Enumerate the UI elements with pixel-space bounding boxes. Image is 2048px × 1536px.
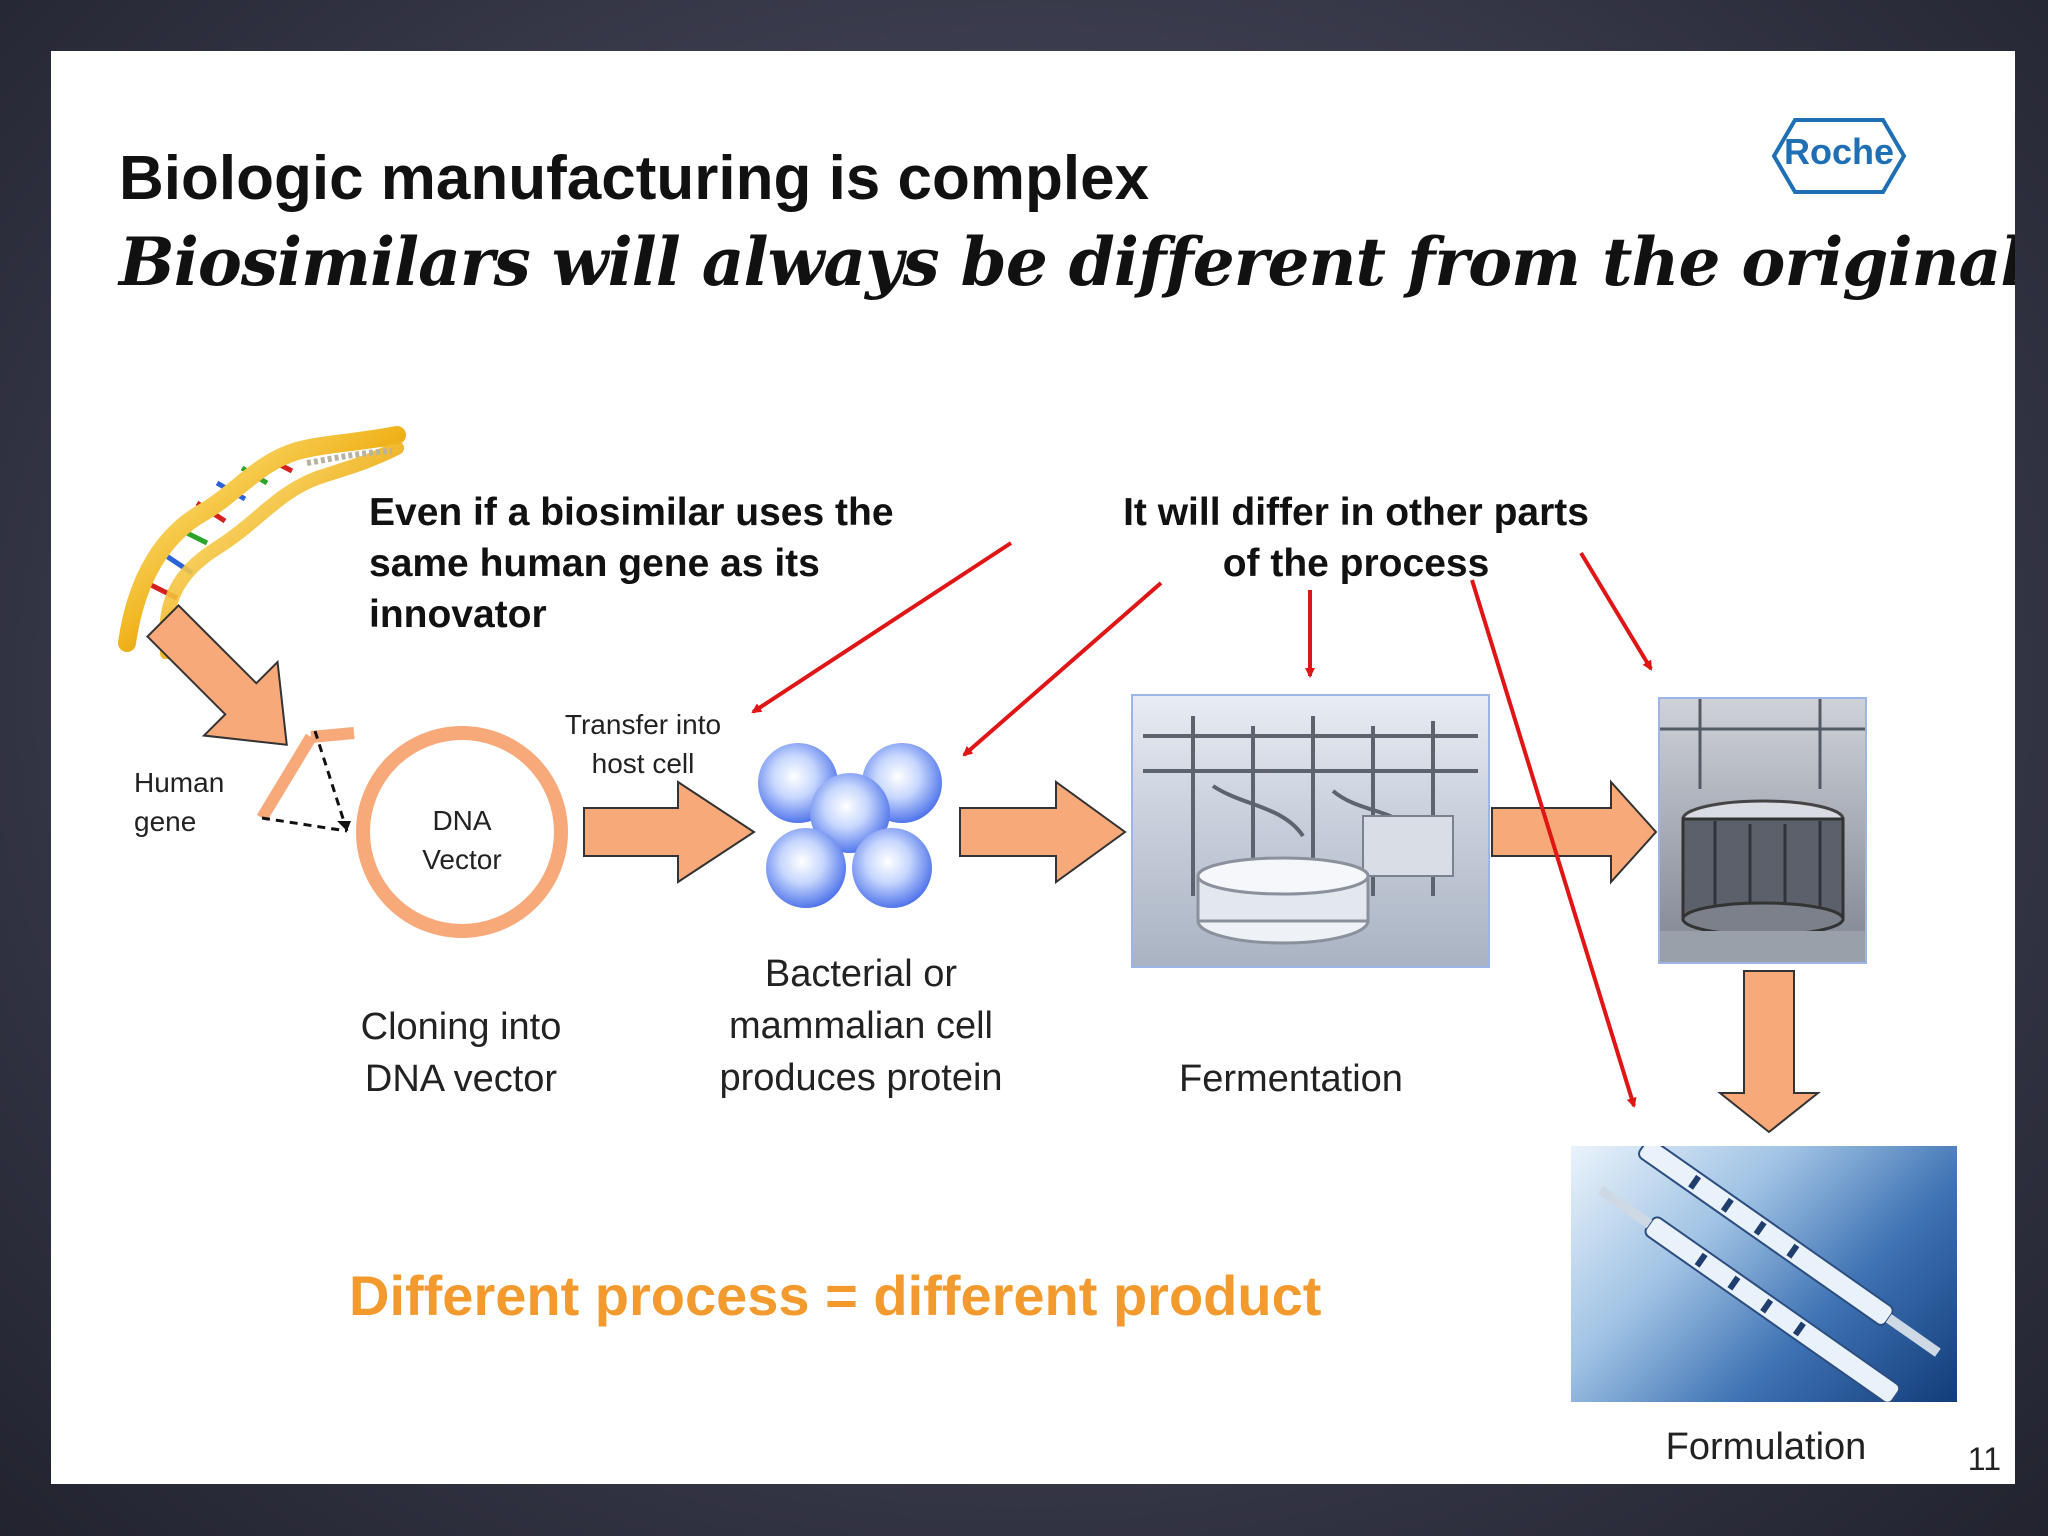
cell-label-line: Bacterial or <box>764 953 958 995</box>
callout-same-gene: Even if a biosimilar uses the same human… <box>369 487 894 640</box>
dna-vector-ring <box>356 726 568 938</box>
host-cells-image <box>756 741 956 916</box>
arrow-to-gene <box>146 604 288 746</box>
cloning-label-line: DNA vector <box>364 1058 558 1100</box>
callout-differ-line: of the process <box>1222 542 1490 585</box>
fermentation-photo <box>1131 694 1490 968</box>
purification-vessel-photo <box>1658 697 1867 964</box>
cloning-label-line: Cloning into <box>360 1006 562 1048</box>
transfer-label: Transfer into host cell <box>550 705 736 783</box>
logo-text: Roche <box>1783 131 1895 172</box>
slide: Biologic manufacturing is complex Biosim… <box>51 51 2015 1484</box>
red-pointer <box>1470 579 1637 1108</box>
human-gene-label: Human gene <box>134 763 224 841</box>
dna-vector-label-line: Vector <box>422 844 502 875</box>
page-number: 11 <box>1967 1441 2001 1477</box>
dna-vector-label-line: DNA <box>432 805 492 836</box>
fermentation-label: Fermentation <box>1179 1058 1403 1100</box>
tagline: Different process = different product <box>349 1264 1322 1327</box>
red-pointer <box>751 541 1013 714</box>
human-gene-label-line: gene <box>134 806 197 837</box>
arrow-to-formulation <box>1717 970 1821 1134</box>
arrow-to-cell <box>583 780 756 884</box>
callout-differ: It will differ in other parts of the pro… <box>1051 487 1661 589</box>
slide-subtitle: Biosimilars will always be different fro… <box>119 223 2015 301</box>
arrow-to-fermentation <box>959 780 1127 884</box>
red-pointer <box>1579 551 1653 671</box>
dna-helix-image <box>107 423 407 660</box>
formulation-syringes-photo <box>1571 1146 1957 1402</box>
arrow-to-purification <box>1491 779 1658 885</box>
cell-label-line: mammalian cell <box>729 1005 993 1047</box>
roche-logo: Roche <box>1771 117 1907 195</box>
cloning-label: Cloning into DNA vector <box>331 1001 591 1105</box>
callout-same-gene-line: innovator <box>369 593 547 636</box>
red-pointer <box>962 581 1163 757</box>
cell-label: Bacterial or mammalian cell produces pro… <box>691 948 1031 1104</box>
human-gene-label-line: Human <box>134 767 225 798</box>
transfer-label-line: host cell <box>591 748 695 779</box>
dna-vector-label: DNA Vector <box>391 801 533 879</box>
slide-title: Biologic manufacturing is complex <box>119 144 1150 213</box>
callout-same-gene-line: same human gene as its <box>369 542 820 585</box>
process-diagram-graphics <box>146 541 1821 1134</box>
callout-differ-line: It will differ in other parts <box>1123 491 1589 534</box>
gene-fragment <box>256 733 317 822</box>
cell-label-line: produces protein <box>719 1057 1003 1099</box>
transfer-label-line: Transfer into <box>564 709 722 740</box>
callout-same-gene-line: Even if a biosimilar uses the <box>369 491 894 534</box>
formulation-label: Formulation <box>1665 1426 1867 1468</box>
